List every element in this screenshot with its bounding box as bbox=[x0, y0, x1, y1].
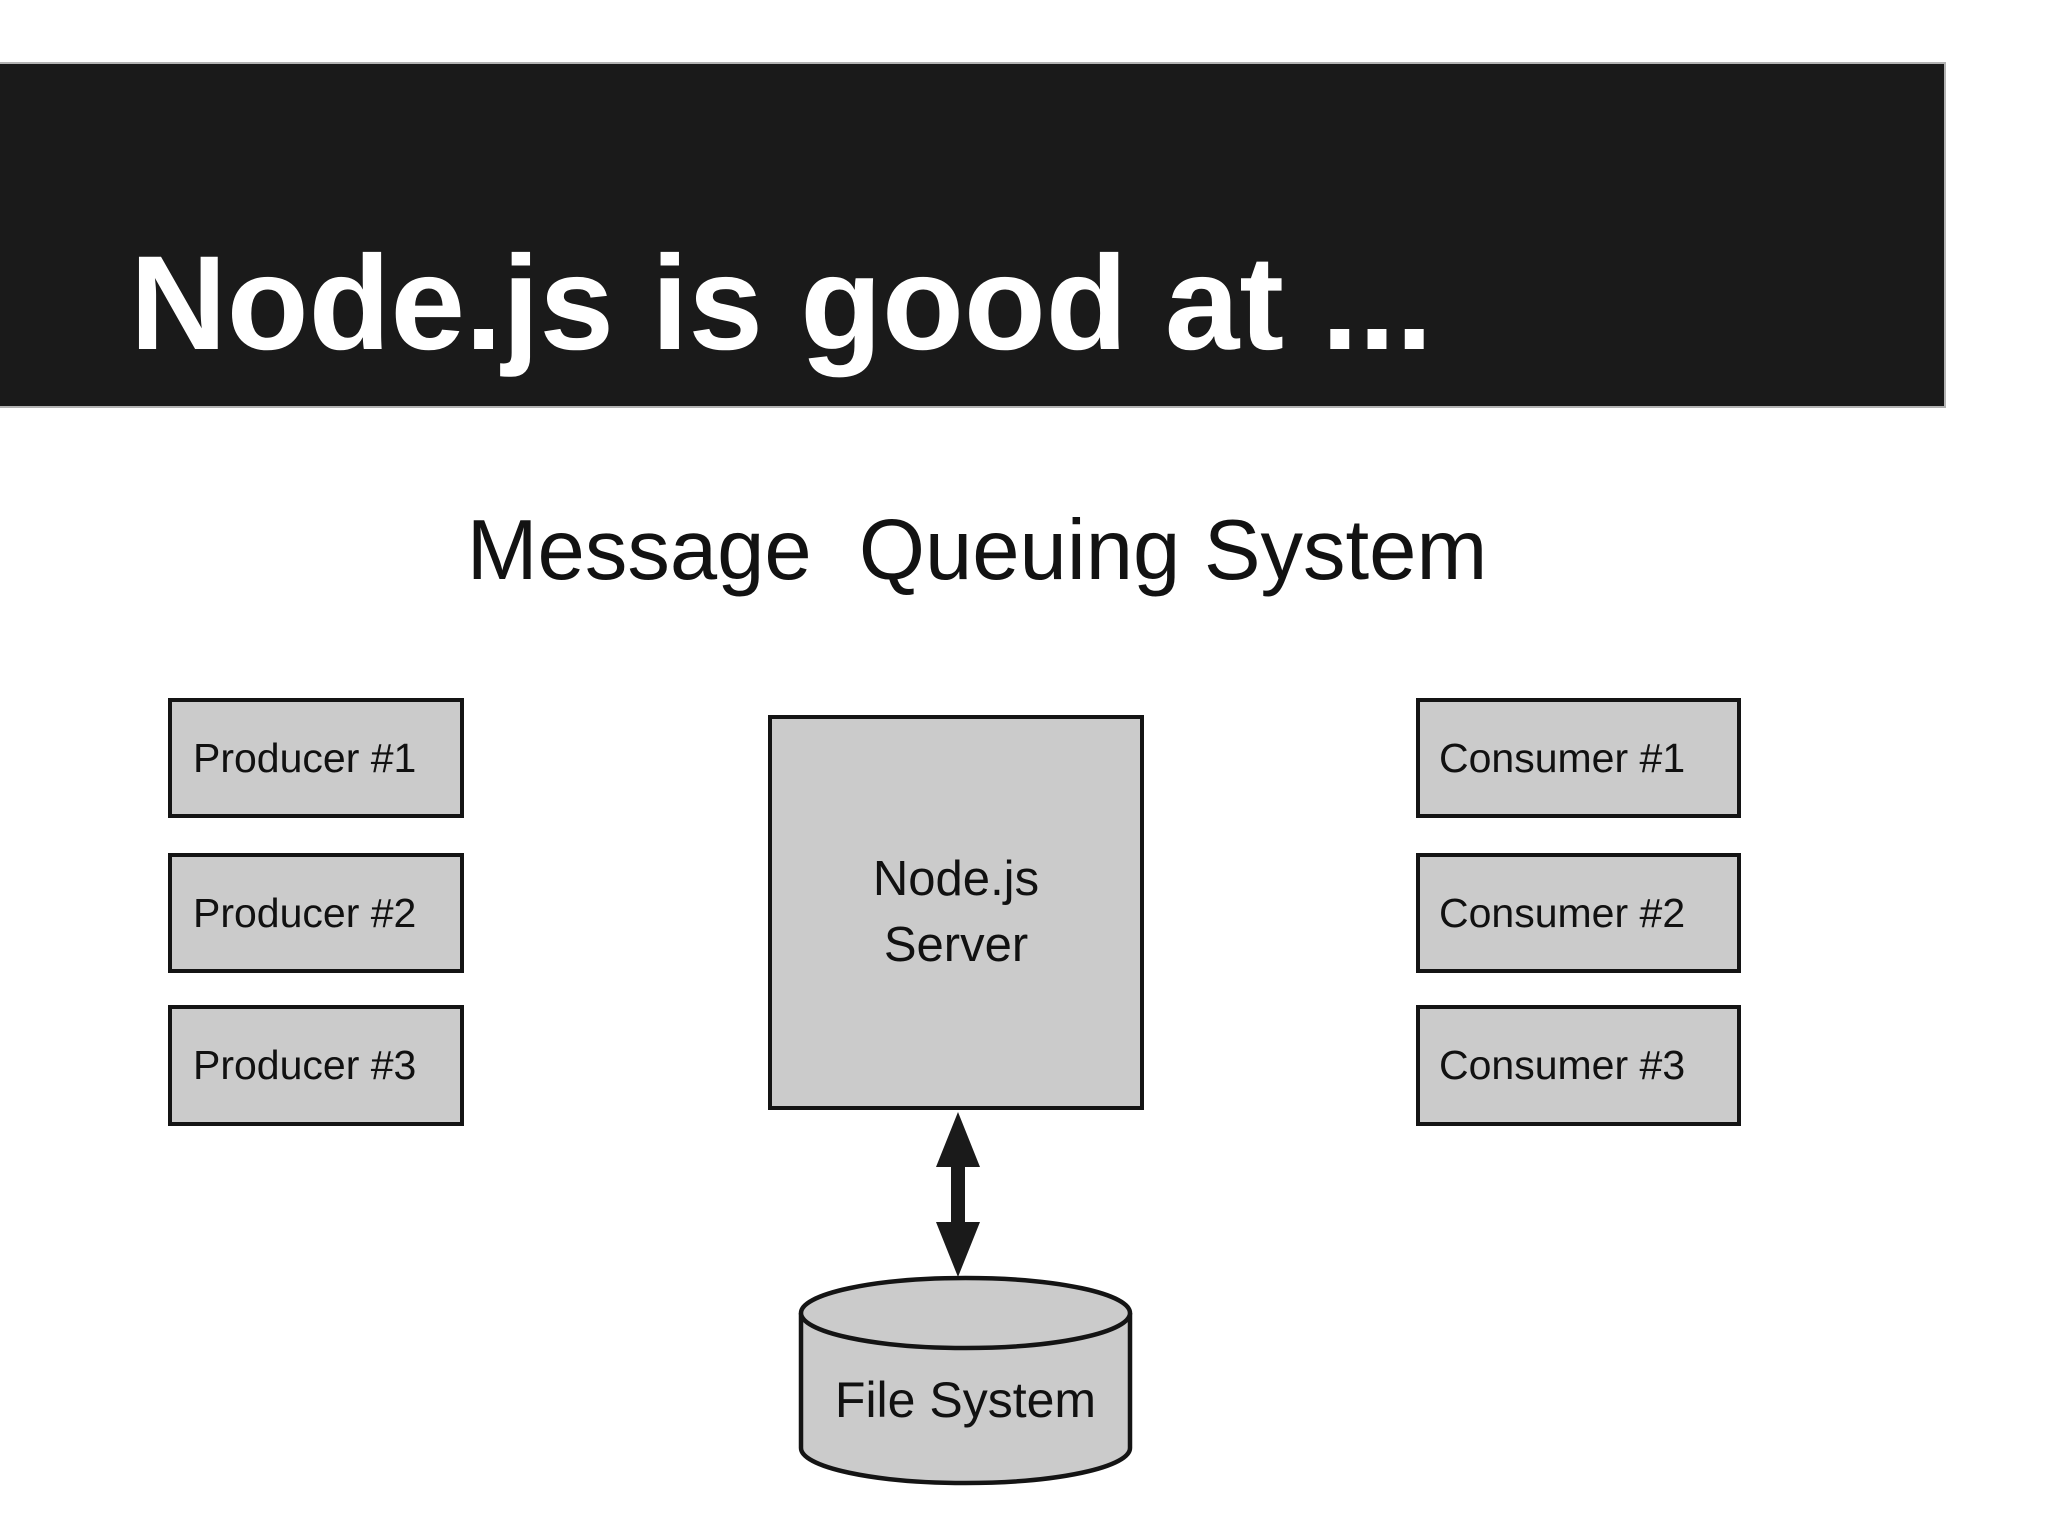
producer-box-2: Producer #2 bbox=[168, 853, 464, 973]
file-system-label: File System bbox=[834, 1372, 1097, 1428]
consumer-2-label: Consumer #2 bbox=[1439, 889, 1686, 936]
server-label-line2: Server bbox=[883, 917, 1029, 972]
file-system-cylinder bbox=[798, 1275, 1133, 1486]
producer-1-label: Producer #1 bbox=[193, 734, 417, 781]
slide-subtitle: Message Queuing System bbox=[466, 503, 1488, 598]
slide-title: Node.js is good at ... bbox=[130, 229, 1433, 378]
consumer-box-2: Consumer #2 bbox=[1416, 853, 1741, 973]
bidirectional-arrow-icon bbox=[936, 1112, 980, 1277]
consumer-box-1: Consumer #1 bbox=[1416, 698, 1741, 818]
producer-box-3: Producer #3 bbox=[168, 1005, 464, 1126]
producer-2-label: Producer #2 bbox=[193, 889, 417, 936]
server-label-line1: Node.js bbox=[872, 852, 1040, 907]
consumer-box-3: Consumer #3 bbox=[1416, 1005, 1741, 1126]
slide-title-bar bbox=[0, 62, 1946, 408]
producer-3-label: Producer #3 bbox=[193, 1042, 417, 1088]
producer-box-1: Producer #1 bbox=[168, 698, 464, 818]
consumer-3-label: Consumer #3 bbox=[1439, 1042, 1686, 1088]
nodejs-server-box: Node.js Server bbox=[768, 715, 1144, 1110]
consumer-1-label: Consumer #1 bbox=[1439, 734, 1686, 781]
